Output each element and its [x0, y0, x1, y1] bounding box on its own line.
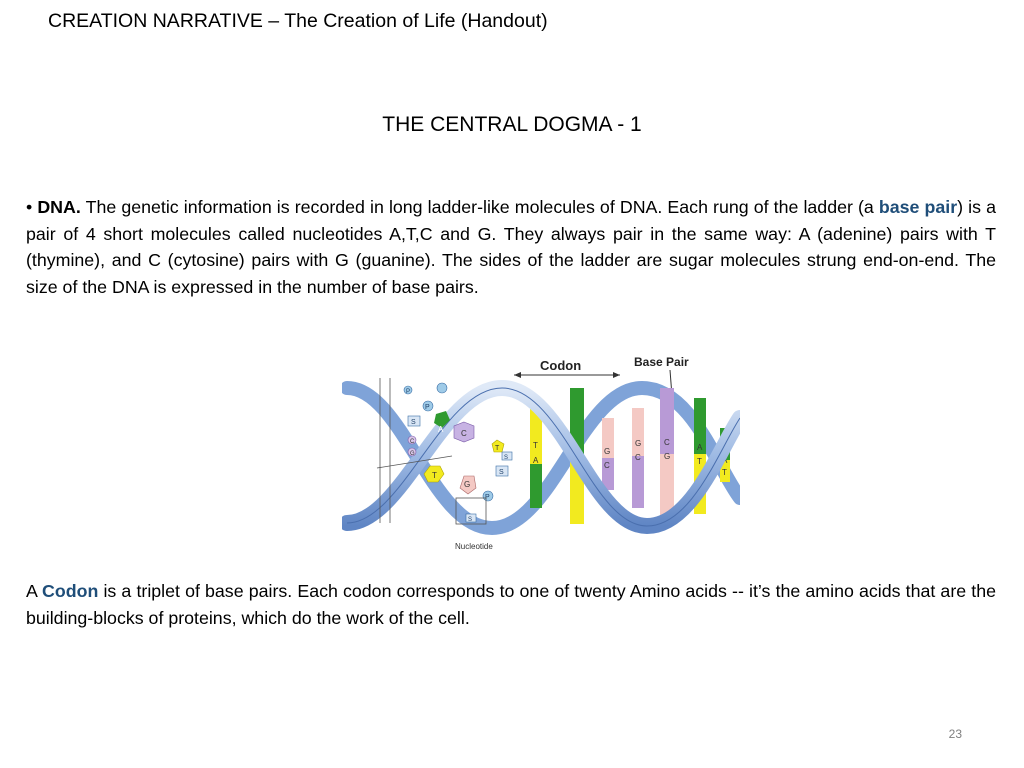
pink-base-letter-2: G [410, 451, 415, 457]
codon-arrow-left-head [514, 372, 521, 378]
nucleotide-box [455, 497, 487, 525]
sugar-letter: S [499, 469, 504, 476]
dna-paragraph: • DNA. The genetic information is record… [26, 194, 996, 300]
thymine-small-letter: T [495, 445, 500, 452]
rung-3-top-letter: G [604, 447, 610, 456]
dna-strand-front-outline [346, 387, 741, 527]
handout-header: CREATION NARRATIVE – The Creation of Lif… [48, 10, 548, 32]
rung-4-top-letter: G [635, 439, 641, 448]
rung-1-top [530, 408, 542, 464]
pink-base-icon [407, 435, 417, 445]
adenine-letter: A [438, 425, 444, 434]
rung-7-bottom [720, 460, 730, 482]
pink-base-icon [407, 447, 417, 457]
rung-3-bottom [602, 458, 614, 490]
dna-lead: DNA. [37, 197, 81, 217]
rung-1-top-letter: T [533, 441, 538, 450]
sugar-icon [407, 415, 421, 427]
nucleotide-detail: P S A C T T G C G S P S P [376, 378, 513, 551]
guanine-block [459, 475, 477, 495]
slide-title: THE CENTRAL DOGMA - 1 [382, 113, 642, 136]
sugar-letter: S [504, 455, 508, 461]
phosphate-icon [482, 490, 494, 502]
rung-1-bottom-letter: A [533, 456, 539, 465]
dna-double-helix-figure: Codon Base Pair T A A T G [339, 348, 748, 556]
rung-6-bottom-letter: T [697, 457, 702, 466]
rung-1-bottom [530, 464, 542, 508]
dna-helix-illustration: Codon Base Pair T A A T G [339, 355, 748, 551]
page-number: 23 [948, 727, 962, 741]
sugar-letter: S [468, 517, 472, 523]
nucleotide-label: Nucleotide [455, 542, 493, 551]
rung-6-top [694, 398, 706, 454]
thymine-block [423, 465, 445, 483]
phosphate-icon [403, 385, 413, 395]
rung-3-top [602, 418, 614, 458]
rung-3-bottom-letter: C [604, 461, 610, 470]
base-pair-term: base pair [878, 197, 958, 217]
bullet: • [26, 197, 33, 217]
rung-6-top-letter: A [697, 443, 703, 452]
sugar-icon [495, 465, 509, 477]
dna-text-2: ) is a pair of 4 short molecules called … [26, 197, 996, 297]
rung-7-bottom-letter: T [722, 468, 727, 477]
rung-4-bottom [632, 456, 644, 508]
rung-5-bottom-letter: G [664, 452, 670, 461]
codon-text: is a triplet of base pairs. Each codon c… [26, 581, 996, 628]
phosphate-letter: P [406, 389, 410, 395]
thymine-letter: T [432, 471, 437, 480]
rung-4-top [632, 408, 644, 456]
sugar-icon [465, 513, 477, 523]
sugar-icon [501, 451, 513, 461]
codon-paragraph: A Codon is a triplet of base pairs. Each… [26, 578, 996, 631]
codon-term: Codon [42, 581, 99, 601]
sugar-letter: S [411, 419, 416, 426]
detail-line-3 [376, 455, 453, 469]
phosphate-letter: P [425, 404, 430, 411]
adenine-block [434, 411, 450, 428]
pink-base-letter: C [410, 439, 415, 445]
thymine-small-block [491, 439, 505, 453]
rung-5-top [660, 388, 674, 454]
cytosine-block [453, 421, 475, 443]
codon-label: Codon [540, 358, 581, 373]
dna-text-1: The genetic information is recorded in l… [80, 197, 879, 217]
codon-arrow-right-head [613, 372, 620, 378]
base-pair-label: Base Pair [634, 355, 689, 369]
codon-lead: A [26, 581, 43, 601]
phosphate-icon [422, 400, 434, 412]
rung-5-top-letter: C [664, 438, 670, 447]
guanine-letter: G [464, 480, 470, 489]
rung-4-bottom-letter: C [635, 453, 641, 462]
phosphate-icon [436, 382, 448, 394]
rung-5-bottom [660, 454, 674, 524]
cytosine-letter: C [461, 429, 467, 438]
phosphate-letter: P [485, 494, 490, 501]
